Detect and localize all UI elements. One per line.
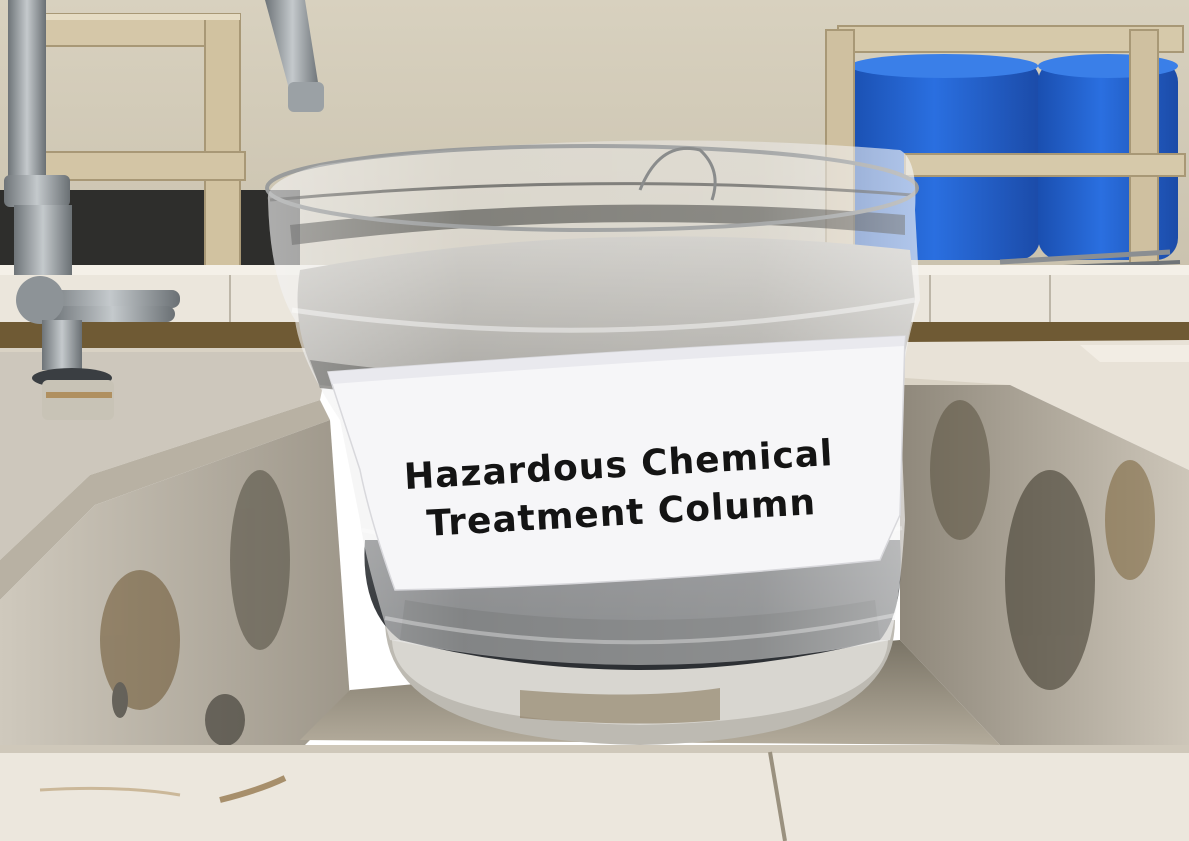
front-ledge bbox=[0, 745, 1189, 841]
overhead-spout bbox=[265, 0, 324, 112]
wooden-shelf-left bbox=[34, 13, 246, 273]
right-counter-top bbox=[905, 340, 1189, 470]
paper-label bbox=[326, 335, 906, 591]
gas-tap-fixture bbox=[4, 0, 180, 420]
sink-stains bbox=[100, 400, 1155, 746]
